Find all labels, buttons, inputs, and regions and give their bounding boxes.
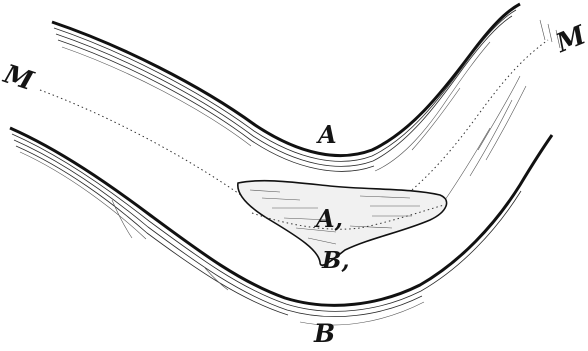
- label-a-outer: A: [316, 120, 337, 149]
- label-m-left: M: [0, 59, 38, 97]
- label-b-inner: B,: [321, 247, 349, 274]
- right-arm-shading: [445, 76, 526, 200]
- label-b-outer: B: [313, 319, 335, 348]
- label-a-inner: A,: [314, 204, 343, 233]
- label-m-right: M: [551, 20, 588, 59]
- upper-contour-A: [52, 4, 560, 171]
